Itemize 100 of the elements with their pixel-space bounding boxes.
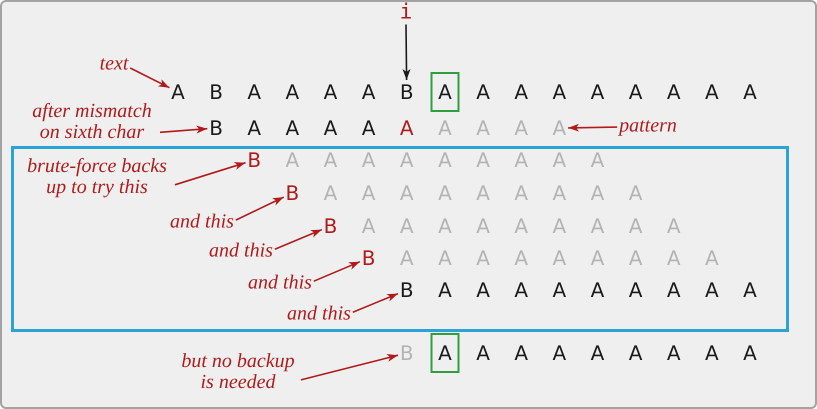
text-char: A [628, 343, 642, 363]
annotation: and this [287, 304, 351, 324]
leader-arrow [352, 292, 398, 313]
pattern-char: B [324, 216, 338, 236]
index-label: i [400, 2, 412, 22]
pattern-char: A [438, 150, 452, 170]
pattern-char: A [286, 150, 300, 170]
text-char: A [476, 343, 490, 363]
text-char: B [209, 82, 223, 102]
text-char: A [286, 82, 300, 102]
pattern-char: A [590, 216, 604, 236]
pattern-char: A [628, 280, 642, 300]
text-char: A [666, 82, 681, 102]
leader-arrow [174, 162, 246, 186]
pattern-char: A [400, 183, 414, 203]
highlight-box: A [430, 72, 460, 112]
pattern-char: A [666, 280, 681, 300]
text-char: A [628, 82, 642, 102]
pattern-char: A [514, 118, 528, 138]
pattern-char: A [590, 248, 604, 268]
pattern-char: A [324, 150, 338, 170]
annotation: text [100, 54, 128, 74]
pattern-char: A [362, 118, 376, 138]
leader-arrow [160, 126, 208, 134]
text-char: A [514, 343, 528, 363]
pattern-char: A [362, 216, 376, 236]
pattern-char: A [666, 216, 681, 236]
pattern-char: A [514, 216, 528, 236]
pattern-char: A [552, 118, 566, 138]
pattern-char: A [590, 183, 604, 203]
pattern-char: A [438, 216, 452, 236]
pattern-char: A [476, 150, 490, 170]
pattern-char: A [666, 248, 681, 268]
pattern-char: A [247, 118, 262, 138]
pattern-char: A [324, 118, 338, 138]
text-char: A [171, 82, 185, 102]
text-char: A [666, 343, 681, 363]
pattern-char: A [514, 150, 528, 170]
text-char: A [247, 82, 262, 102]
pattern-char: B [247, 150, 262, 170]
pattern-char: A [476, 118, 490, 138]
leader-arrow [130, 67, 170, 88]
pattern-char: A [704, 248, 719, 268]
pattern-char: A [628, 216, 642, 236]
text-char: A [324, 82, 338, 102]
pattern-char: A [476, 280, 490, 300]
text-char: A [704, 82, 719, 102]
pattern-char: B [286, 183, 300, 203]
pattern-char: A [514, 248, 528, 268]
annotation: brute-force backs up to try this [21, 156, 173, 198]
pattern-char: A [552, 248, 566, 268]
annotation: after mismatch on sixth char [26, 101, 158, 143]
pattern-char: A [438, 118, 452, 138]
text-char: A [590, 343, 604, 363]
pattern-char: A [552, 216, 566, 236]
annotation: and this [209, 240, 273, 262]
text-char: A [362, 82, 376, 102]
text-char: B [400, 343, 414, 363]
pattern-char: A [552, 280, 566, 300]
pattern-char: A [514, 183, 528, 203]
pattern-char: B [362, 248, 376, 268]
leader-arrow [568, 124, 618, 132]
pattern-char: A [438, 183, 452, 203]
pattern-char: B [400, 280, 414, 300]
pattern-char: A [400, 118, 414, 138]
text-char: A [476, 82, 490, 102]
text-char: A [552, 82, 566, 102]
pattern-char: A [476, 216, 490, 236]
text-char: B [400, 82, 414, 102]
pattern-char: A [552, 150, 566, 170]
annotation: and this [170, 212, 234, 232]
annotation: pattern [619, 116, 677, 136]
text-char: A [514, 82, 528, 102]
pattern-char: A [324, 183, 338, 203]
group-frame [11, 146, 789, 332]
leader-arrow [274, 228, 322, 250]
annotation: and this [248, 272, 312, 294]
text-char: A [743, 82, 757, 102]
pattern-char: A [400, 248, 414, 268]
annotation: but no backup is needed [177, 351, 299, 393]
pattern-char: A [704, 280, 719, 300]
pointer-arrow [402, 24, 410, 80]
pattern-char: A [514, 280, 528, 300]
pattern-char: A [628, 183, 642, 203]
text-char: A [552, 343, 566, 363]
pattern-char: A [476, 248, 490, 268]
pattern-char: A [438, 280, 452, 300]
pattern-char: A [476, 183, 490, 203]
leader-arrow [235, 196, 284, 221]
pattern-char: A [438, 248, 452, 268]
text-char: A [590, 82, 604, 102]
pattern-char: A [590, 280, 604, 300]
pattern-char: B [209, 118, 223, 138]
pattern-char: A [743, 280, 757, 300]
pattern-char: A [400, 216, 414, 236]
leader-arrow [300, 354, 398, 381]
pattern-char: A [400, 150, 414, 170]
text-char: A [704, 343, 719, 363]
pattern-char: A [362, 183, 376, 203]
pattern-char: A [362, 150, 376, 170]
